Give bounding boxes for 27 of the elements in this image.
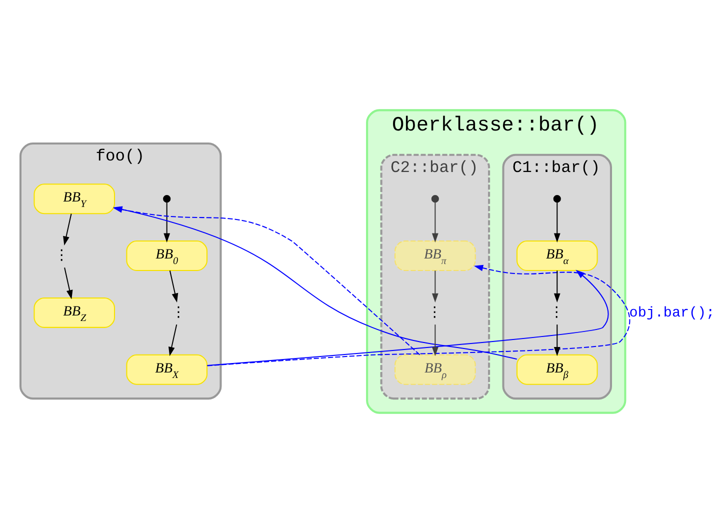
arrow (168, 324, 178, 356)
edge-label: obj.bar(); (629, 305, 715, 322)
node-circle (431, 195, 439, 203)
arrow (432, 202, 438, 242)
arrow (554, 324, 560, 356)
arrow (164, 202, 170, 242)
node-box: BB$_{α}$ (516, 240, 598, 272)
node-box: BB$_{β}$ (516, 354, 598, 385)
node-box: BB$_{0}$ (126, 240, 208, 272)
node-text: ⋮ (54, 248, 69, 264)
arrow (169, 270, 178, 302)
node-text: ⋮ (428, 304, 442, 320)
arrow (554, 202, 560, 242)
node-box: BB$_{X}$ (126, 354, 208, 385)
arrow (63, 214, 72, 246)
node-text: ⋮ (171, 304, 186, 320)
node-box: BB$_{ρ}$ (394, 354, 476, 385)
arrow (64, 268, 73, 300)
node-box: BB$_{Z}$ (34, 297, 116, 328)
node-box: BB$_{Y}$ (34, 184, 116, 214)
node-circle (163, 195, 171, 203)
node-circle (553, 195, 561, 203)
arrow (432, 324, 438, 356)
node-text: ⋮ (550, 304, 564, 320)
arrow (432, 270, 438, 302)
node-box: BB$_{π}$ (394, 240, 476, 272)
arrow (554, 270, 560, 302)
